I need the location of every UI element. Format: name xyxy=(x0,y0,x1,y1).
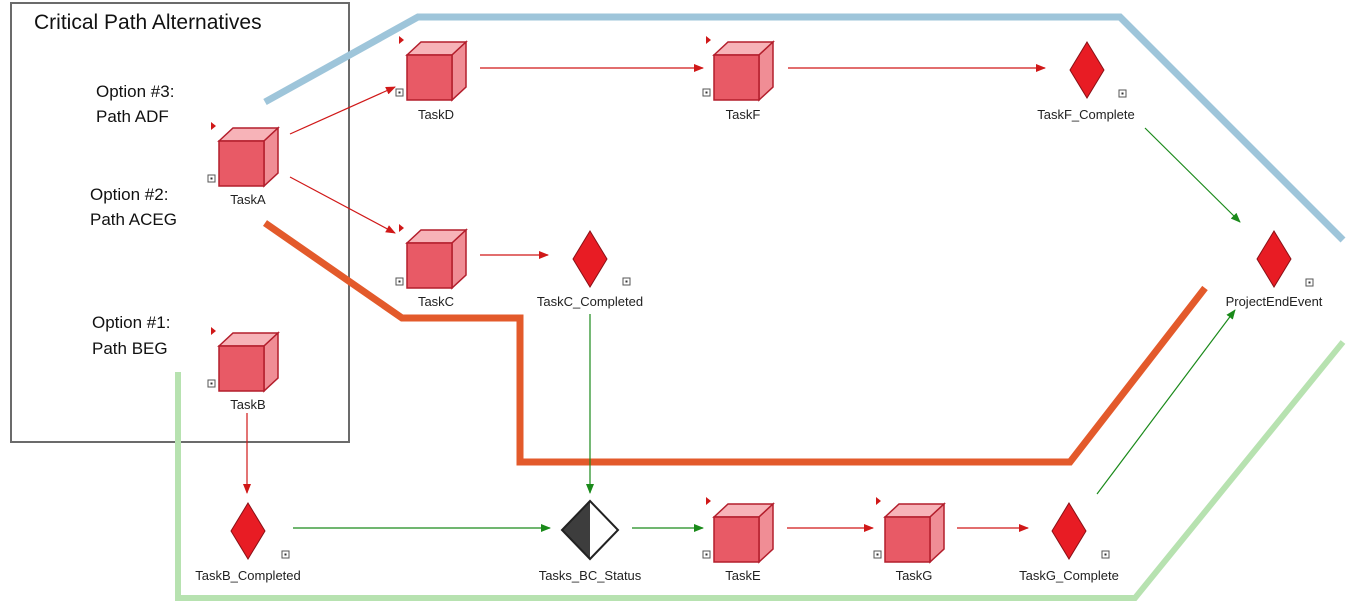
task-b-node[interactable]: TaskB xyxy=(207,327,280,412)
path-aceg-highlight xyxy=(263,220,1208,466)
task-e-label: TaskE xyxy=(725,568,761,583)
task-a-node[interactable]: TaskA xyxy=(207,122,280,207)
task-a-label: TaskA xyxy=(230,192,266,207)
event-diamond-icon xyxy=(1069,41,1105,99)
task-cube-icon xyxy=(884,516,931,563)
start-marker-icon xyxy=(399,224,404,232)
task-cube-icon xyxy=(218,345,265,392)
taskG-complete-label: TaskG_Complete xyxy=(1019,568,1119,583)
tasks-bc-status-gateway[interactable]: Tasks_BC_Status xyxy=(539,499,642,583)
task-d-label: TaskD xyxy=(418,107,454,122)
task-c-node[interactable]: TaskC xyxy=(395,224,468,309)
start-marker-icon xyxy=(706,497,711,505)
option-1-label: Option #1: xyxy=(92,313,170,332)
task-cube-icon xyxy=(713,516,760,563)
start-marker-icon xyxy=(706,36,711,44)
option-1-path: Path BEG xyxy=(92,339,168,358)
task-cube-icon xyxy=(406,242,453,289)
event-diamond-icon xyxy=(1256,230,1292,288)
task-cube-icon xyxy=(218,140,265,187)
start-marker-icon xyxy=(876,497,881,505)
task-cube-icon xyxy=(406,54,453,101)
task-b-label: TaskB xyxy=(230,397,265,412)
project-end-event[interactable]: ProjectEndEvent xyxy=(1226,230,1323,309)
task-c-label: TaskC xyxy=(418,294,454,309)
legend-title: Critical Path Alternatives xyxy=(34,11,262,34)
taskB-completed-event[interactable]: TaskB_Completed xyxy=(195,502,301,583)
path-adf-highlight xyxy=(263,13,1346,243)
task-g-node[interactable]: TaskG xyxy=(873,497,946,583)
flow-taskGComplete-end xyxy=(1096,309,1236,495)
flow-taskFComplete-end xyxy=(1144,127,1241,223)
start-marker-icon xyxy=(399,36,404,44)
start-marker-icon xyxy=(211,122,216,130)
task-e-node[interactable]: TaskE xyxy=(702,497,775,583)
taskC-completed-event[interactable]: TaskC_Completed xyxy=(537,230,643,309)
tasks-bc-status-label: Tasks_BC_Status xyxy=(539,568,642,583)
task-f-label: TaskF xyxy=(726,107,761,122)
event-diamond-icon xyxy=(230,502,266,560)
flow-taskA-taskC xyxy=(289,176,396,234)
option-3-path: Path ADF xyxy=(96,107,169,126)
task-d-node[interactable]: TaskD xyxy=(395,36,468,122)
task-g-label: TaskG xyxy=(896,568,933,583)
taskG-complete-event[interactable]: TaskG_Complete xyxy=(1019,502,1119,583)
gateway-dark-half xyxy=(562,501,590,559)
flow-taskA-taskD xyxy=(289,86,396,135)
task-cube-icon xyxy=(713,54,760,101)
project-end-label: ProjectEndEvent xyxy=(1226,294,1323,309)
option-2-path: Path ACEG xyxy=(90,210,177,229)
option-2-label: Option #2: xyxy=(90,185,168,204)
taskC-completed-label: TaskC_Completed xyxy=(537,294,643,309)
path-beg-highlight xyxy=(175,340,1346,601)
gateway-icon xyxy=(560,499,620,561)
taskF-complete-event[interactable]: TaskF_Complete xyxy=(1037,41,1135,122)
gateway-light-half xyxy=(590,501,618,559)
task-f-node[interactable]: TaskF xyxy=(702,36,775,122)
option-3-label: Option #3: xyxy=(96,82,174,101)
event-diamond-icon xyxy=(572,230,608,288)
start-marker-icon xyxy=(211,327,216,335)
event-diamond-icon xyxy=(1051,502,1087,560)
taskB-completed-label: TaskB_Completed xyxy=(195,568,301,583)
taskF-complete-label: TaskF_Complete xyxy=(1037,107,1135,122)
